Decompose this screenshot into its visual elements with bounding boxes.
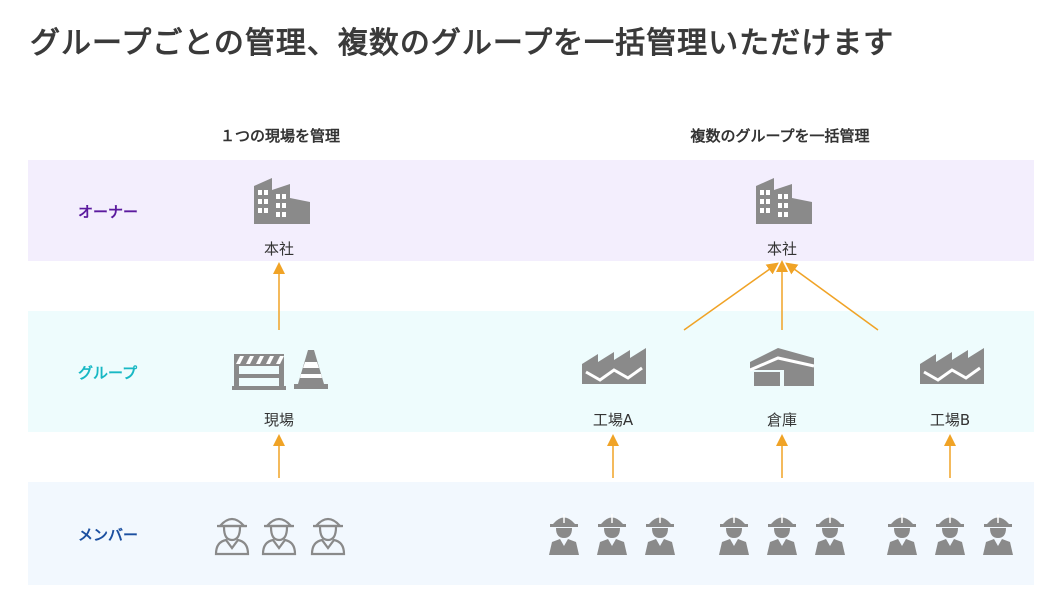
worker-solid-icon [642, 510, 678, 560]
page-title: グループごとの管理、複数のグループを一括管理いただけます [30, 26, 895, 61]
group-tier-band [28, 311, 1034, 432]
group-label-factory-a: 工場A [592, 411, 634, 429]
group-label-warehouse: 倉庫 [766, 411, 797, 429]
group-label-factory-b: 工場B [929, 411, 971, 429]
right-column-heading: 複数のグループを一括管理 [690, 127, 870, 145]
owner-tier-band [28, 160, 1034, 261]
left-column-heading: １つの現場を管理 [219, 127, 340, 145]
tier-label-group: グループ [78, 364, 138, 382]
office-building-icon [254, 178, 310, 224]
worker-solid-icon [884, 510, 920, 560]
factory-icon [582, 348, 646, 384]
factory-icon [920, 348, 984, 384]
warehouse-icon [749, 348, 815, 386]
tier-label-member: メンバー [78, 526, 139, 544]
worker-outline-icon [212, 510, 252, 560]
arrow-factory-a-to-owner [683, 262, 779, 331]
worker-outline-icon [259, 510, 299, 560]
barricade-icon [232, 354, 286, 390]
arrow-factory-b-to-owner [785, 262, 879, 331]
member-tier-band [28, 482, 1034, 585]
tier-label-owner: オーナー [78, 203, 139, 221]
worker-solid-icon [980, 510, 1016, 560]
traffic-cone-icon [294, 350, 328, 389]
left-group-label: 現場 [263, 411, 294, 429]
worker-solid-icon [812, 510, 848, 560]
worker-solid-icon [594, 510, 630, 560]
worker-outline-icon [308, 510, 348, 560]
right-owner-label: 本社 [766, 240, 797, 258]
left-owner-label: 本社 [263, 240, 294, 258]
worker-solid-icon [546, 510, 582, 560]
worker-solid-icon [932, 510, 968, 560]
worker-solid-icon [716, 510, 752, 560]
office-building-icon [756, 178, 812, 224]
worker-solid-icon [764, 510, 800, 560]
